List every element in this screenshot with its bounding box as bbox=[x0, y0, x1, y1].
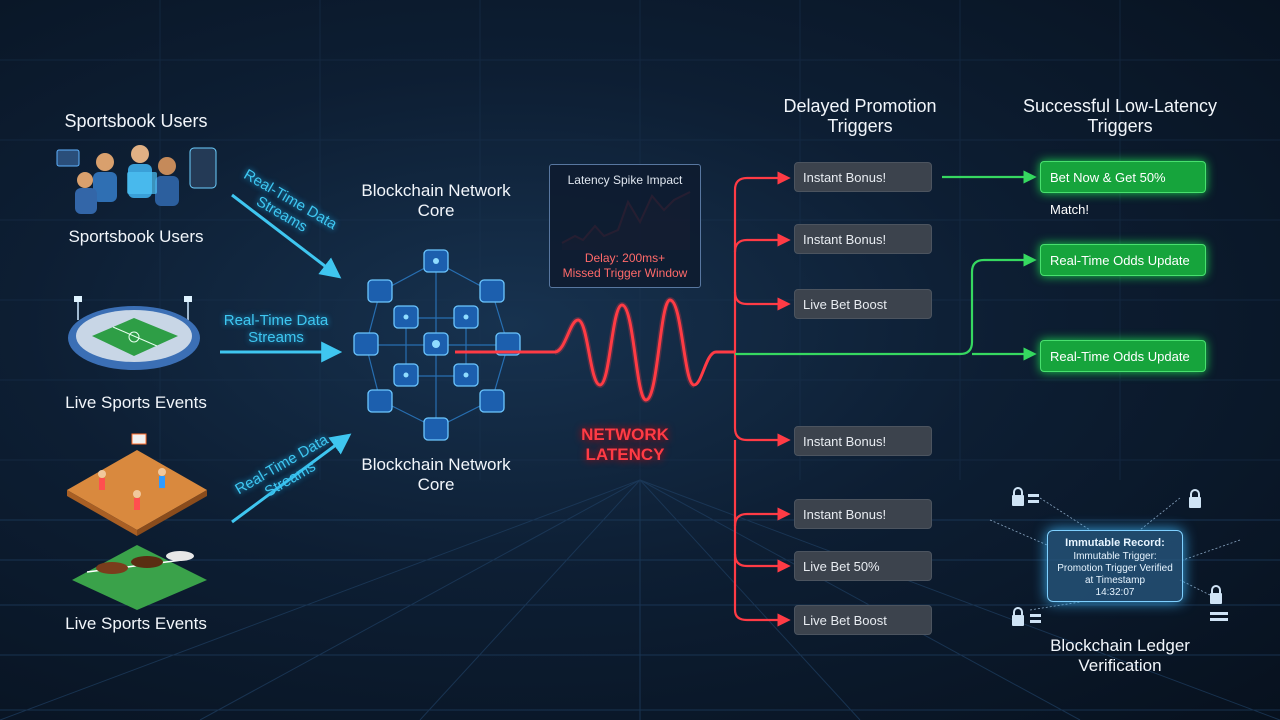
floor-grid bbox=[0, 479, 1280, 720]
stadium-icon bbox=[68, 296, 200, 370]
lock-icon bbox=[1189, 489, 1201, 508]
delayed-trigger-3: Live Bet Boost bbox=[794, 289, 932, 319]
ledger-links bbox=[989, 497, 1241, 611]
blockchain-core-icon bbox=[353, 249, 521, 441]
record-title: Immutable Record: bbox=[1065, 537, 1165, 549]
stream-arrow-top bbox=[231, 193, 342, 279]
spike-missed-text: Missed Trigger Window bbox=[562, 266, 688, 280]
sportsbook-users-icon bbox=[56, 145, 217, 214]
delayed-trigger-7: Live Bet Boost bbox=[794, 605, 932, 635]
delayed-branches bbox=[733, 171, 791, 627]
delayed-trigger-2: Instant Bonus! bbox=[794, 224, 932, 254]
lock-icon bbox=[1210, 585, 1228, 621]
stream-arrow-bottom bbox=[231, 433, 352, 524]
stream-label-middle: Real-Time Data Streams bbox=[223, 312, 329, 346]
lock-icon bbox=[1012, 607, 1041, 626]
delayed-trigger-1: Instant Bonus! bbox=[794, 162, 932, 192]
core-top-label: Blockchain Network Core bbox=[361, 181, 511, 220]
latency-wave bbox=[455, 298, 735, 402]
success-trigger-1: Bet Now & Get 50% Match! bbox=[1040, 161, 1206, 217]
sports-label: Live Sports Events bbox=[65, 614, 207, 633]
network-latency-label: NETWORK LATENCY bbox=[581, 425, 669, 464]
core-bottom-label: Blockchain Network Core bbox=[361, 455, 511, 494]
record-line-1: Immutable Trigger: bbox=[1073, 551, 1157, 562]
lock-icon bbox=[1012, 487, 1039, 506]
users-top-title: Sportsbook Users bbox=[64, 111, 208, 131]
delayed-trigger-4: Instant Bonus! bbox=[794, 426, 932, 456]
record-line-2: Promotion Trigger Verified bbox=[1057, 563, 1173, 574]
spike-delay-text: Delay: 200ms+ bbox=[584, 251, 666, 265]
ledger-label: Blockchain Ledger Verification bbox=[1050, 636, 1190, 675]
delayed-trigger-6: Live Bet 50% bbox=[794, 551, 932, 581]
immutable-record-card: Immutable Record: Immutable Trigger: Pro… bbox=[1047, 530, 1183, 602]
delayed-trigger-5: Instant Bonus! bbox=[794, 499, 932, 529]
record-line-3: at Timestamp bbox=[1084, 575, 1146, 586]
success-trigger-3: Real-Time Odds Update bbox=[1040, 340, 1206, 372]
spike-delay: Delay: 200ms+ Missed Trigger Window bbox=[550, 251, 700, 281]
stadium-label: Live Sports Events bbox=[65, 393, 207, 412]
success-branches bbox=[735, 170, 1037, 361]
success-trigger-2: Real-Time Odds Update bbox=[1040, 244, 1206, 276]
latency-spike-panel: Latency Spike Impact Delay: 200ms+ Misse… bbox=[549, 164, 701, 288]
users-label: Sportsbook Users bbox=[68, 227, 204, 246]
success-heading: Successful Low-Latency Triggers bbox=[1022, 96, 1218, 136]
record-time: 14:32:07 bbox=[1095, 587, 1135, 598]
delayed-heading: Delayed Promotion Triggers bbox=[783, 96, 937, 136]
live-sports-icon bbox=[67, 433, 207, 610]
spike-title: Latency Spike Impact bbox=[567, 173, 683, 187]
